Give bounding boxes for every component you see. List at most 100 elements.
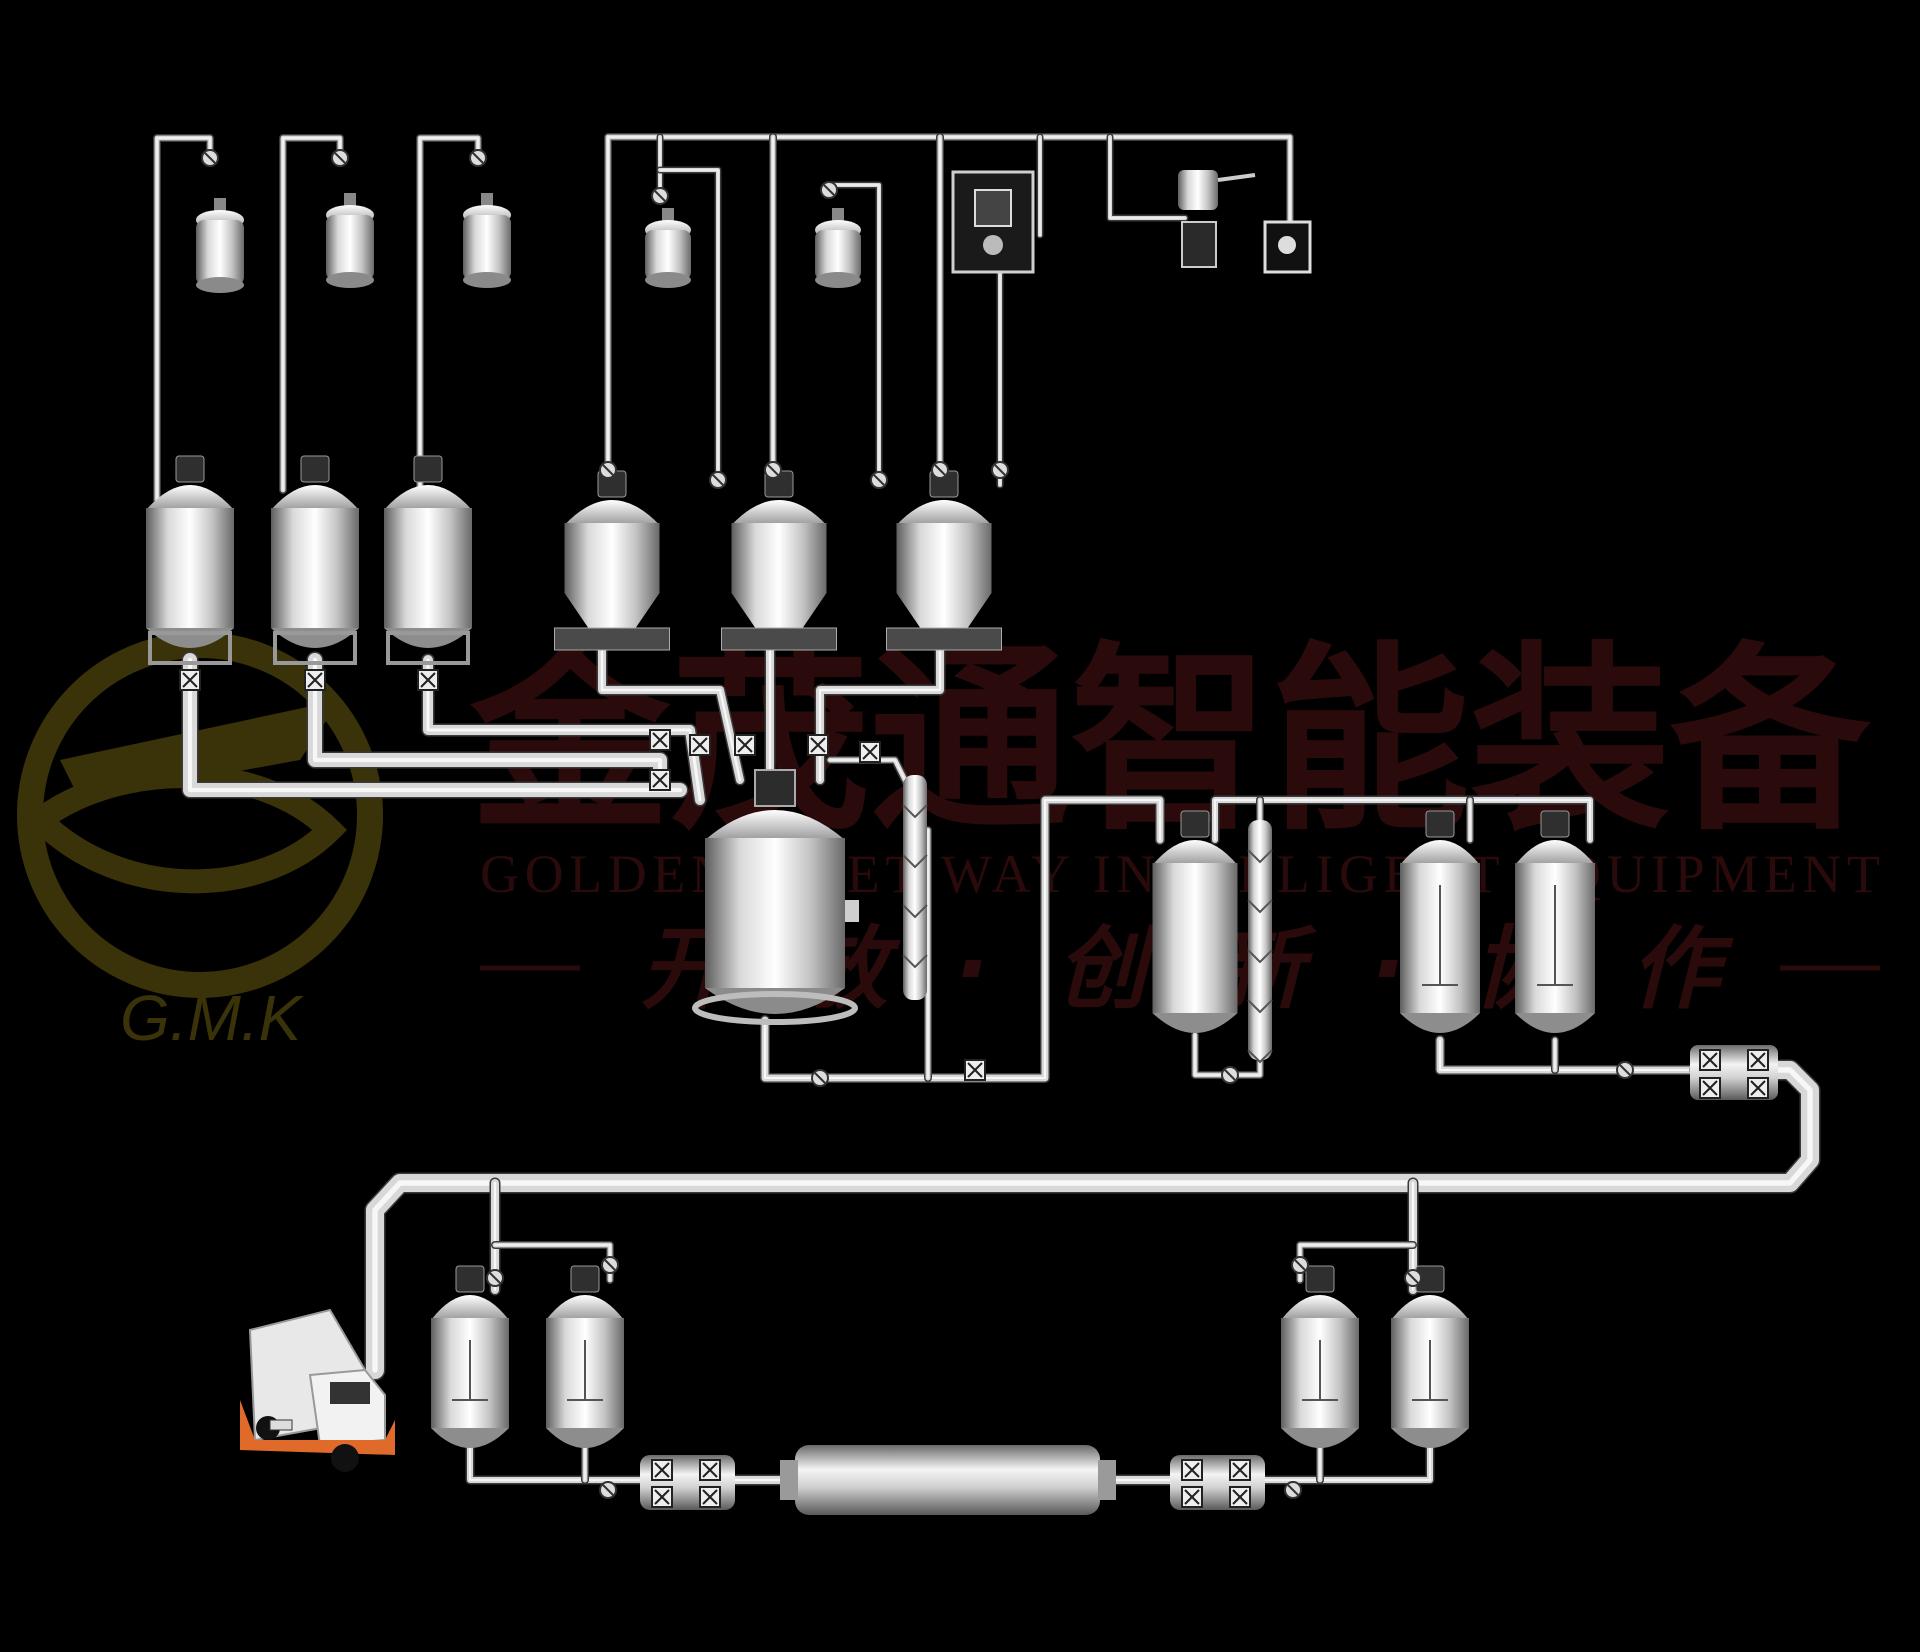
feed-tank: [146, 455, 234, 665]
ball-valve-icon: [699, 1459, 721, 1481]
pump-icon: [951, 170, 1035, 274]
tank-shell: [384, 508, 472, 628]
tank-bottom: [1515, 1013, 1595, 1033]
storage-tank: [1281, 1265, 1359, 1448]
inline-valve-icon: [811, 1069, 829, 1087]
inline-valve-icon: [599, 1481, 617, 1499]
hopper-frame: [721, 627, 837, 651]
vacuum-pump-icon: [1178, 170, 1256, 268]
tank-dome: [146, 485, 234, 510]
tank-dome: [1152, 840, 1238, 865]
ball-valve-icon: [1699, 1049, 1721, 1071]
tank-shell: [731, 523, 827, 593]
pipe-r2: [280, 135, 343, 493]
motor-icon: [300, 455, 330, 483]
pipe-r2-highlight: [282, 137, 341, 491]
ball-valve-icon: [1181, 1459, 1203, 1481]
pipe-mt2-out-shadow: [1435, 1035, 1705, 1075]
hx-end-cap: [1098, 1460, 1116, 1500]
sight-glass: [845, 900, 859, 922]
inline-valve-icon: [599, 461, 617, 479]
column-flange: [1247, 849, 1273, 864]
reservoir-tank: [326, 193, 374, 288]
inline-valve-icon: [486, 1269, 504, 1287]
column-flange: [902, 854, 928, 869]
hopper-frame: [886, 627, 1002, 651]
pipe-r3-highlight: [419, 137, 479, 491]
column-flange: [902, 804, 928, 819]
column-flange: [1247, 949, 1273, 964]
storage-tank: [1391, 1265, 1469, 1448]
motor-icon: [1425, 810, 1455, 838]
tank-shell: [196, 220, 244, 285]
tank-dome: [564, 500, 660, 525]
column-flange: [1247, 1049, 1273, 1064]
ball-valve-icon: [649, 769, 671, 791]
tank-bottom: [1281, 1428, 1359, 1448]
equipment-layer: [146, 149, 1778, 1515]
pipe-main-loop-highlight: [372, 1067, 1813, 1373]
logo-text: G.M.K: [120, 982, 305, 1054]
pipe-vacuum-link: [1108, 135, 1187, 220]
tank-shell: [815, 230, 861, 280]
motor-icon: [1180, 810, 1210, 838]
inline-valve-icon: [709, 471, 727, 489]
logo-swoosh: [21, 764, 347, 894]
pipe-mid-header-highlight: [1214, 799, 1591, 841]
tank-nozzle: [832, 208, 844, 222]
ball-valve-icon: [1699, 1077, 1721, 1099]
ball-valve-icon: [1181, 1486, 1203, 1508]
controller-icon: [1263, 220, 1312, 274]
motor-icon: [1305, 1265, 1335, 1293]
inline-valve-icon: [931, 461, 949, 479]
pipe-reactor-out-highlight: [763, 798, 1162, 1080]
motor-icon: [570, 1265, 600, 1293]
pipe-top-manifold-highlight: [607, 136, 1291, 491]
inline-valve-icon: [764, 461, 782, 479]
tank-dome: [1515, 840, 1595, 865]
motor-icon: [455, 1265, 485, 1293]
hopper-tank: [721, 470, 837, 651]
tank-bottom: [546, 1428, 624, 1448]
ball-valve-icon: [651, 1459, 673, 1481]
tank-shell: [645, 230, 691, 280]
tank-dome: [431, 1295, 509, 1320]
column-body: [903, 775, 927, 1000]
pipe-ft3-collector-highlight: [426, 658, 702, 802]
inline-valve-icon: [201, 149, 219, 167]
truck-plate: [269, 1419, 293, 1431]
tank-legs: [386, 631, 470, 665]
inline-valve-icon: [601, 1256, 619, 1274]
ball-valve-icon: [1747, 1049, 1769, 1071]
ball-valve-icon: [964, 1059, 986, 1081]
column-flange: [1247, 899, 1273, 914]
reservoir-tank: [815, 208, 861, 288]
hopper-tank: [554, 470, 670, 651]
pipe-r4-return-highlight: [659, 169, 719, 471]
tank-dome: [384, 485, 472, 510]
pipe-ft1-collector-highlight: [187, 657, 683, 793]
tank-shell: [146, 508, 234, 628]
tank-shell: [1152, 863, 1238, 1013]
pipe-r3: [417, 135, 481, 493]
column-body: [1248, 820, 1272, 1060]
inline-valve-icon: [651, 187, 669, 205]
reservoir-tank: [463, 193, 511, 288]
inline-valve-icon: [1404, 1269, 1422, 1287]
tank-shell: [463, 215, 511, 280]
truck-windshield: [330, 1382, 370, 1404]
pipe-r3-shadow: [416, 134, 482, 494]
pipe-vacuum-link-highlight: [1109, 136, 1186, 219]
motor-icon: [175, 455, 205, 483]
inline-valve-icon: [331, 149, 349, 167]
watermark-title-cn: 金茂通智能装备: [469, 625, 1872, 858]
feed-tank: [384, 455, 472, 665]
tank-shell: [896, 523, 992, 593]
motor-icon: [1540, 810, 1570, 838]
motor-icon: [754, 769, 796, 807]
tank-bottom: [1400, 1013, 1480, 1033]
storage-tank: [546, 1265, 624, 1448]
ball-valve-icon: [689, 734, 711, 756]
process-tank: [1515, 810, 1595, 1033]
